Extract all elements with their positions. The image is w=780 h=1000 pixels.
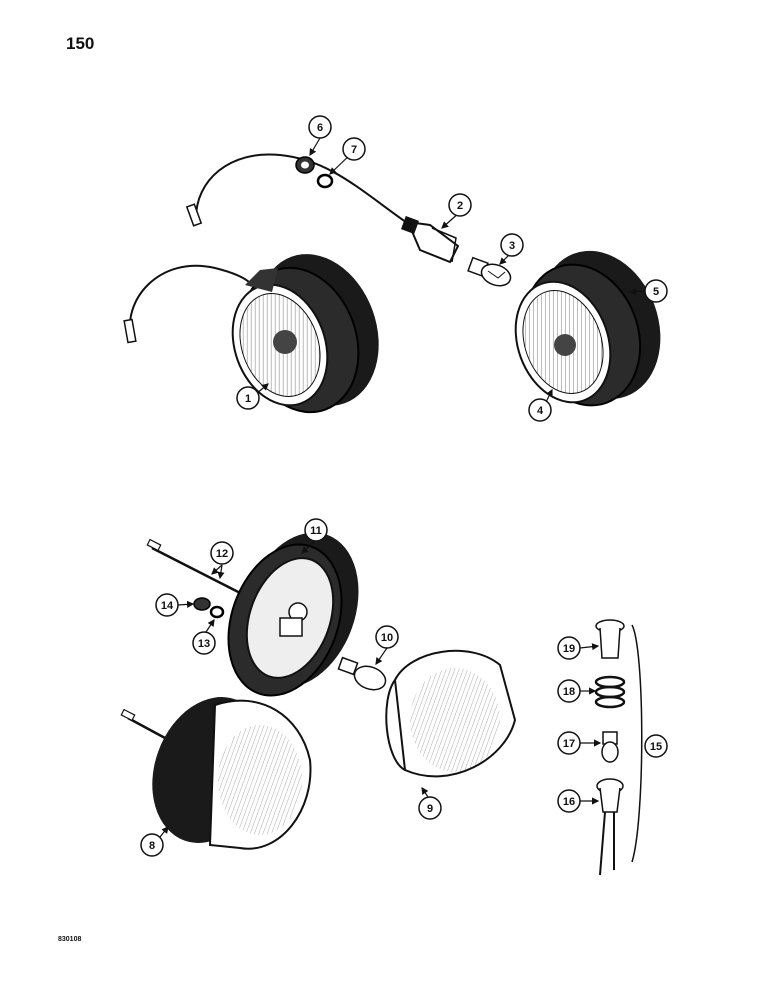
- bulb-3: [467, 256, 512, 287]
- connector-upper: [185, 203, 203, 227]
- svg-text:9: 9: [427, 803, 433, 815]
- figure-code: 830108: [58, 936, 82, 943]
- wire-harness-upper: [194, 153, 411, 226]
- svg-text:16: 16: [563, 796, 575, 808]
- spring-18: [594, 675, 626, 709]
- svg-text:4: 4: [537, 405, 544, 417]
- svg-text:6: 6: [317, 122, 323, 134]
- bulb-17: [601, 731, 619, 763]
- bulb-10: [337, 656, 387, 691]
- svg-text:5: 5: [653, 286, 659, 298]
- bulb-holder-2: [401, 216, 460, 264]
- wire-12-terminal: [146, 538, 162, 552]
- callout-10: 10: [375, 625, 399, 649]
- callout-13: 13: [192, 631, 216, 655]
- callout-14: 14: [155, 593, 179, 617]
- callout-16: 16: [557, 789, 581, 813]
- callout-18: 18: [557, 679, 581, 703]
- svg-text:1: 1: [245, 393, 251, 405]
- housing-11: [227, 532, 359, 697]
- lamp-assembly-4: [514, 250, 661, 407]
- leader-lines: [159, 137, 646, 838]
- callout-7: 7: [342, 137, 366, 161]
- svg-text:19: 19: [563, 643, 575, 655]
- callout-1: 1: [236, 386, 260, 410]
- svg-text:2: 2: [457, 200, 463, 212]
- callout-19: 19: [557, 636, 581, 660]
- svg-text:17: 17: [563, 738, 575, 750]
- wire-12: [151, 546, 251, 600]
- svg-text:8: 8: [149, 840, 155, 852]
- svg-text:13: 13: [198, 638, 210, 650]
- wire-lamp-8: [127, 716, 166, 740]
- group-bracket-15: [631, 624, 643, 863]
- socket-16: [596, 778, 624, 876]
- lamp-assembly-8: [152, 697, 312, 850]
- svg-text:14: 14: [161, 600, 174, 612]
- callout-17: 17: [557, 731, 581, 755]
- callout-11: 11: [304, 518, 328, 542]
- callout-9: 9: [418, 796, 442, 820]
- washer-7: [316, 173, 334, 189]
- socket-19: [595, 619, 625, 659]
- callout-6: 6: [308, 115, 332, 139]
- svg-text:11: 11: [310, 525, 322, 537]
- connector-lamp-1: [123, 318, 137, 344]
- callout-3: 3: [500, 233, 524, 257]
- washer-13: [209, 605, 225, 619]
- wire-lamp-1: [129, 264, 251, 343]
- svg-text:15: 15: [650, 741, 662, 753]
- svg-text:12: 12: [216, 548, 228, 560]
- callout-2: 2: [448, 193, 472, 217]
- wire-lamp-8-terminal: [120, 708, 136, 722]
- callout-4: 4: [528, 398, 552, 422]
- svg-text:7: 7: [351, 144, 357, 156]
- callout-5: 5: [644, 279, 668, 303]
- svg-text:10: 10: [381, 632, 393, 644]
- callout-15: 15: [644, 734, 668, 758]
- nut-14: [193, 597, 211, 611]
- lens-9: [385, 649, 517, 778]
- callout-12: 12: [210, 541, 234, 565]
- lamp-assembly-1: [231, 254, 379, 414]
- svg-text:3: 3: [509, 240, 515, 252]
- svg-text:18: 18: [563, 686, 575, 698]
- nut-6: [295, 156, 315, 174]
- page-number: 150: [66, 34, 95, 53]
- callout-8: 8: [140, 833, 164, 857]
